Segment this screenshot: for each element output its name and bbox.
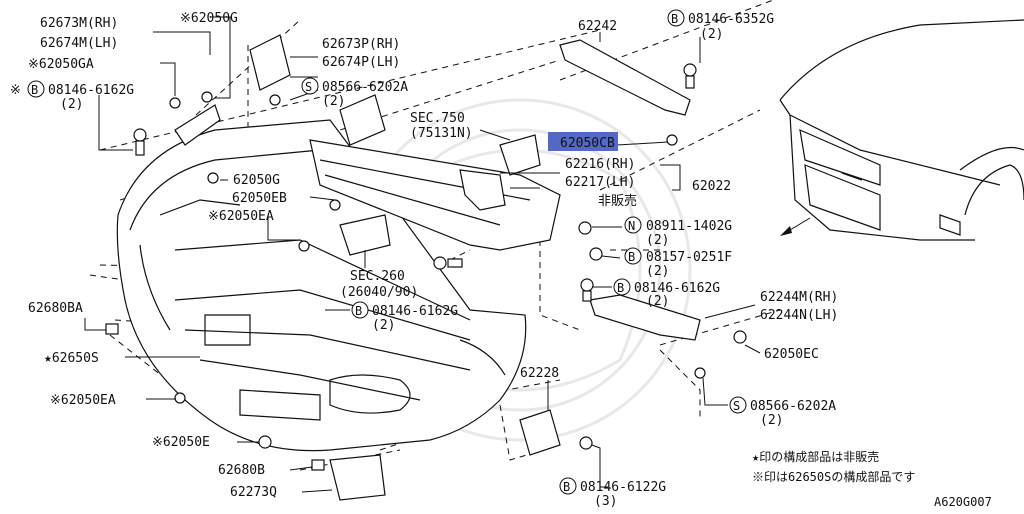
label-62673P[interactable]: 62673P(RH) xyxy=(322,37,400,52)
leader-lines xyxy=(84,16,761,493)
label-62242[interactable]: 62242 xyxy=(578,19,617,34)
label-62216[interactable]: 62216(RH) xyxy=(565,157,635,172)
label-not-sold: 非販売 xyxy=(598,193,637,209)
svg-text:(2): (2) xyxy=(700,27,723,42)
label-62050EA-low[interactable]: ※62050EA xyxy=(50,393,116,408)
svg-text:(2): (2) xyxy=(646,233,669,248)
label-62228[interactable]: 62228 xyxy=(520,366,559,381)
svg-text:08157-0251F: 08157-0251F xyxy=(646,250,732,265)
label-sec750[interactable]: SEC.750 xyxy=(410,111,465,126)
label-08146-6122G[interactable]: B 08146-6122G (3) xyxy=(559,477,666,509)
label-62674P[interactable]: 62674P(LH) xyxy=(322,55,400,70)
fog-bracket xyxy=(519,409,561,456)
label-62217[interactable]: 62217(LH) xyxy=(565,175,635,190)
svg-text:08146-6162G: 08146-6162G xyxy=(48,83,134,98)
label-62650S[interactable]: ★62650S xyxy=(44,351,99,366)
vehicle-front-view xyxy=(779,19,1024,241)
label-08146-6162G-right[interactable]: B 08146-6162G (2) xyxy=(613,278,720,309)
label-62050CB-highlighted[interactable]: 62050CB xyxy=(548,132,618,151)
label-08157-0251F[interactable]: B 08157-0251F (2) xyxy=(624,247,732,279)
svg-text:B: B xyxy=(628,250,635,264)
label-62050EB[interactable]: 62050EB xyxy=(232,191,287,206)
label-62050GA[interactable]: ※62050GA xyxy=(28,57,94,72)
reinforcement-beam xyxy=(309,139,561,251)
label-62022[interactable]: 62022 xyxy=(692,179,731,194)
svg-text:B: B xyxy=(617,281,624,295)
legend-note-component: ※印は62650Sの構成部品です xyxy=(752,469,915,484)
svg-text:B: B xyxy=(31,83,38,97)
svg-text:62050CB: 62050CB xyxy=(560,136,615,151)
label-08566-6202A-top[interactable]: S 08566-6202A (2) xyxy=(301,77,408,109)
svg-text:(2): (2) xyxy=(646,294,669,309)
label-08146-6352G[interactable]: B 08146-6352G (2) xyxy=(667,9,774,42)
svg-text:08146-6162G: 08146-6162G xyxy=(634,281,720,296)
upper-retainer xyxy=(174,104,221,146)
svg-text:S: S xyxy=(305,80,312,94)
svg-text:B: B xyxy=(671,12,678,26)
label-08911-1402G[interactable]: N 08911-1402G (2) xyxy=(624,216,732,248)
front-bumper-assembly xyxy=(116,34,701,501)
label-62674M[interactable]: 62674M(LH) xyxy=(40,36,118,51)
svg-text:N: N xyxy=(628,219,635,233)
label-62244M[interactable]: 62244M(RH) xyxy=(760,290,838,305)
legend-note-not-sold: ★印の構成部品は非販売 xyxy=(752,449,879,464)
upper-beam xyxy=(559,39,691,116)
svg-text:(2): (2) xyxy=(760,413,783,428)
svg-text:08146-6122G: 08146-6122G xyxy=(580,480,666,495)
label-sec260[interactable]: SEC.260 xyxy=(350,269,405,284)
svg-text:08566-6202A: 08566-6202A xyxy=(322,80,408,95)
svg-text:(2): (2) xyxy=(646,264,669,279)
svg-text:08911-1402G: 08911-1402G xyxy=(646,219,732,234)
svg-text:S: S xyxy=(733,399,740,413)
svg-text:※: ※ xyxy=(10,83,21,98)
label-62673M[interactable]: 62673M(RH) xyxy=(40,16,118,31)
diagram-id: A620G007 xyxy=(934,495,992,509)
label-62273Q[interactable]: 62273Q xyxy=(230,485,277,500)
label-sec260-sub: (26040/90) xyxy=(340,285,418,300)
fasteners xyxy=(105,63,747,471)
mount-bracket xyxy=(329,454,386,501)
label-62050G-mid[interactable]: 62050G xyxy=(233,173,280,188)
label-sec750-sub: (75131N) xyxy=(410,126,473,141)
svg-text:08146-6162G: 08146-6162G xyxy=(372,304,458,319)
svg-text:B: B xyxy=(355,304,362,318)
label-62680B[interactable]: 62680B xyxy=(218,463,265,478)
svg-text:(2): (2) xyxy=(60,97,83,112)
svg-text:B: B xyxy=(563,480,570,494)
svg-text:(2): (2) xyxy=(322,94,345,109)
side-bracket xyxy=(459,169,506,211)
label-62680BA[interactable]: 62680BA xyxy=(28,301,83,316)
label-08146-6162G-left[interactable]: ※ B 08146-6162G (2) xyxy=(10,80,134,112)
label-62050G-top[interactable]: ※62050G xyxy=(180,11,238,26)
label-08146-6162G-mid[interactable]: B 08146-6162G (2) xyxy=(351,301,458,333)
label-08566-6202A-right[interactable]: S 08566-6202A (2) xyxy=(729,396,836,428)
label-62050E[interactable]: ※62050E xyxy=(152,435,210,450)
svg-text:(3): (3) xyxy=(594,494,617,509)
svg-text:08146-6352G: 08146-6352G xyxy=(688,12,774,27)
label-62244N[interactable]: 62244N(LH) xyxy=(760,308,838,323)
svg-text:(2): (2) xyxy=(372,318,395,333)
svg-text:08566-6202A: 08566-6202A xyxy=(750,399,836,414)
label-62050EC[interactable]: 62050EC xyxy=(764,347,819,362)
part-labels: 62673M(RH) 62674M(LH) ※62050G 62673P(RH)… xyxy=(10,9,992,509)
label-62050EA-mid[interactable]: ※62050EA xyxy=(208,209,274,224)
